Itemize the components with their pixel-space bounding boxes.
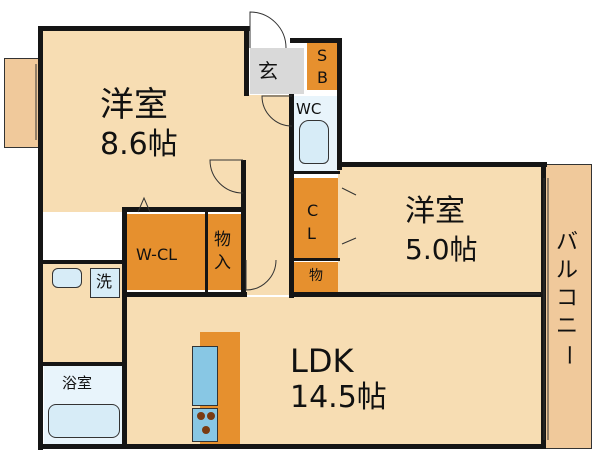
bathroom-label: 浴室 [62, 374, 93, 392]
balcony-label-char: ル [556, 258, 579, 283]
shoe-box-area [307, 42, 339, 90]
toilet-fixture-icon [299, 120, 329, 164]
door-arc [209, 159, 244, 194]
balcony-label-char: ー [555, 344, 580, 366]
storage-1-area [208, 214, 242, 290]
wall [337, 38, 342, 170]
wall [40, 362, 126, 366]
wall [290, 258, 340, 261]
burner-icon [197, 412, 205, 420]
washer-icon [90, 268, 120, 298]
entrance-label: 玄 [258, 59, 278, 83]
bathtub-icon [48, 404, 120, 438]
storage-2-label: 物 [309, 268, 323, 284]
entrance-area [250, 48, 304, 94]
room-western-2-size: 5.0帖 [405, 233, 478, 266]
balcony-label-char: ニ [556, 314, 579, 339]
wall [38, 26, 250, 31]
room-western-1-size: 8.6帖 [100, 127, 178, 162]
wall [290, 38, 342, 43]
washbasin-icon [52, 268, 82, 288]
room-western-2-name: 洋室 [405, 194, 465, 229]
wall [122, 207, 127, 297]
door-arc [249, 11, 287, 49]
room-western-1-name: 洋室 [100, 85, 168, 125]
hallway-area [245, 95, 293, 295]
room-western-1-area [42, 30, 245, 212]
wall [122, 207, 246, 212]
door-arc [261, 95, 293, 127]
storage-1-label-char: 入 [214, 253, 231, 273]
walk-in-closet-area [126, 214, 206, 290]
wall [205, 212, 208, 292]
ldk-name: LDK [290, 342, 354, 380]
storage-1-label-char: 物 [214, 230, 231, 250]
ldk-size: 14.5帖 [290, 380, 387, 415]
wall [290, 171, 340, 174]
wall [38, 444, 546, 449]
door-arc [341, 237, 357, 245]
wall [289, 94, 294, 298]
shoe-box-label-char: B [317, 68, 328, 87]
kitchen-sink-icon [192, 346, 218, 406]
storage-2-area [293, 262, 338, 292]
wall [241, 160, 246, 297]
washroom-label: 洗 [96, 272, 113, 291]
burner-icon [207, 412, 215, 420]
closet-label-char: C [307, 201, 319, 220]
wall [122, 296, 127, 446]
balcony-label-char: バ [556, 230, 579, 255]
wall [122, 292, 247, 297]
wall [40, 260, 126, 264]
walk-in-closet-label: W-CL [136, 245, 178, 264]
burner-icon [202, 426, 210, 434]
closet-area [293, 178, 338, 258]
wall [337, 162, 547, 167]
shoe-box-label-char: S [317, 46, 328, 65]
door-arc [245, 259, 277, 291]
toilet-label: WC [296, 100, 322, 118]
room-western-2-area [338, 165, 543, 292]
door-arc [137, 196, 151, 213]
wall [244, 26, 249, 96]
door-arc [341, 187, 357, 196]
balcony-label-char: コ [556, 286, 579, 311]
closet-label-char: L [307, 224, 316, 243]
wall [38, 26, 43, 450]
